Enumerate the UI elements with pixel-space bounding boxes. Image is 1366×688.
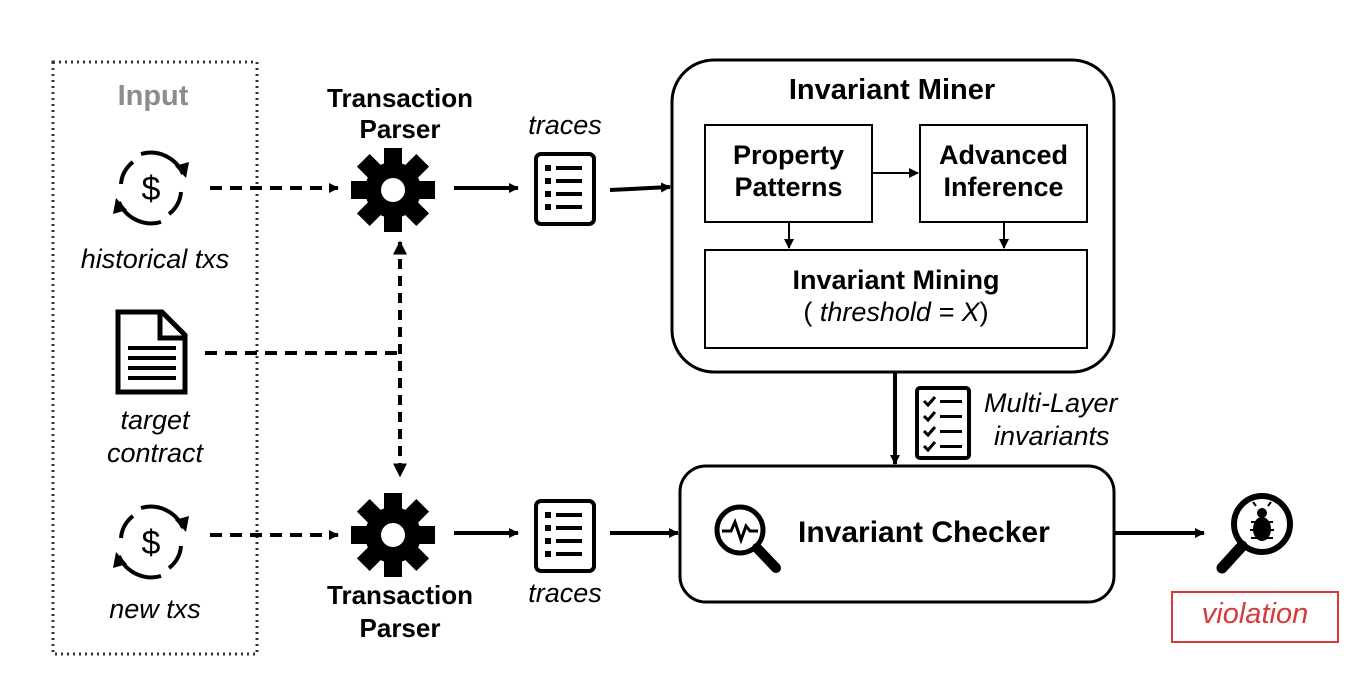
traces-top-label: traces [528, 110, 602, 140]
list-icon [534, 152, 596, 226]
invariant-checker-title: Invariant Checker [798, 516, 1050, 549]
new-txs-label: new txs [109, 594, 201, 624]
invariant-mining-title: Invariant Mining [792, 265, 1000, 295]
target-contract-line1: target [120, 405, 190, 435]
traces-bottom-label: traces [528, 578, 602, 608]
violation-label: violation [1201, 598, 1309, 630]
advanced-inference-line1: Advanced [938, 140, 1069, 170]
gear-icon [351, 493, 435, 577]
threshold-close: ) [979, 297, 989, 327]
violation-box [1171, 591, 1339, 643]
threshold-text: threshold = X [819, 297, 980, 327]
document-icon [115, 309, 188, 395]
threshold-label: ( threshold = X) [705, 297, 1087, 328]
arrow-traces-miner [609, 182, 671, 193]
bug-magnifier-icon [1216, 493, 1293, 574]
dollar-cycle-icon [111, 150, 191, 226]
magnifier-pulse-icon [714, 504, 781, 573]
advanced-inference-line2: Inference [943, 172, 1064, 202]
input-title: Input [117, 80, 189, 112]
target-contract-line2: contract [106, 438, 204, 468]
invariant-mining-box [704, 249, 1088, 349]
dollar-cycle-icon [111, 504, 191, 580]
property-patterns-line2: Patterns [734, 172, 843, 202]
invariant-miner-title: Invariant Miner [788, 74, 996, 106]
threshold-open: ( [803, 297, 820, 327]
gear-icon [351, 148, 435, 232]
list-icon [534, 499, 596, 573]
checklist-icon [915, 386, 971, 460]
input-box [51, 60, 259, 656]
parser-top-line1: Transaction [327, 83, 473, 113]
parser-top-line2: Parser [359, 114, 441, 144]
multi-layer-line2: invariants [994, 421, 1110, 451]
multi-layer-line1: Multi-Layer [984, 388, 1118, 418]
property-patterns-line1: Property [732, 140, 845, 170]
parser-bottom-line2: Parser [359, 613, 441, 643]
parser-bottom-line1: Transaction [327, 580, 473, 610]
historical-txs-label: historical txs [80, 244, 230, 274]
